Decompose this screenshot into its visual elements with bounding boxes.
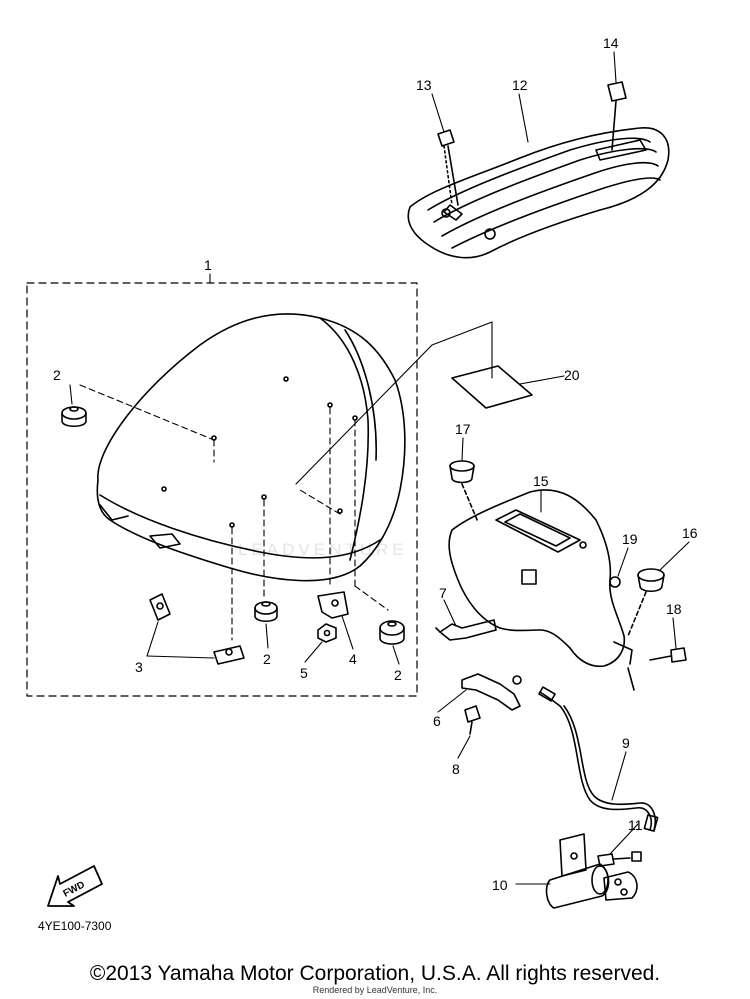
seat-leader-lines — [79, 384, 389, 641]
callout-11: 11 — [628, 817, 643, 833]
grommet-part — [254, 601, 278, 623]
bolt-13-part — [437, 129, 459, 206]
callout-13: 13 — [416, 77, 432, 93]
callout-19: 19 — [622, 531, 638, 547]
callout-15: 15 — [533, 473, 549, 489]
latch-part — [461, 673, 522, 711]
callout-18: 18 — [666, 601, 682, 617]
callout-20: 20 — [564, 367, 580, 383]
diagram-code: 4YE100-7300 — [38, 919, 112, 933]
cable-part — [538, 686, 659, 832]
nut-19-part — [609, 576, 621, 588]
fwd-arrow — [47, 865, 103, 907]
bolt-11-part — [597, 851, 642, 867]
fwd-label: FWD — [62, 879, 87, 899]
callout-leaders — [69, 51, 690, 885]
cap-17-part — [449, 460, 479, 523]
copyright-notice: ©2013 Yamaha Motor Corporation, U.S.A. A… — [89, 962, 661, 985]
seat-assembly-box — [26, 282, 418, 697]
bolt-18-part — [649, 647, 687, 663]
callout-2c: 2 — [394, 667, 402, 683]
seat-part — [96, 313, 406, 582]
callout-6: 6 — [433, 713, 441, 729]
bracket-part — [317, 591, 349, 619]
seat-bracket-plate-part — [448, 489, 635, 691]
lock-cylinder-part — [545, 833, 638, 909]
rendered-by-notice: Rendered by LeadVenture, Inc. — [312, 985, 438, 995]
callout-14: 14 — [603, 35, 619, 51]
hook-part — [435, 619, 497, 641]
callout-16: 16 — [682, 525, 698, 541]
grommet-part — [379, 620, 405, 645]
callout-labels: 1 2 2 2 2 3 4 5 6 7 8 9 10 11 12 13 14 1… — [38, 35, 698, 933]
bolt-14-part — [607, 81, 627, 151]
grommet-part — [61, 406, 87, 428]
callout-10: 10 — [492, 877, 508, 893]
plate-part — [149, 593, 245, 665]
callout-2a: 2 — [53, 367, 61, 383]
cap-16-part — [627, 568, 665, 637]
label-leader-line — [295, 321, 493, 485]
grab-rack-part — [407, 127, 670, 259]
callout-5: 5 — [300, 665, 308, 681]
callout-2b: 2 — [263, 651, 271, 667]
callout-8: 8 — [452, 761, 460, 777]
callout-4: 4 — [349, 651, 357, 667]
nut-part — [317, 623, 337, 643]
callout-3: 3 — [135, 659, 143, 675]
bolt-8-part — [464, 705, 481, 735]
callout-9: 9 — [622, 735, 630, 751]
callout-12: 12 — [512, 77, 528, 93]
watermark: LEADVENTURE — [238, 540, 408, 559]
callout-7: 7 — [439, 585, 447, 601]
callout-1: 1 — [204, 257, 212, 273]
callout-17: 17 — [455, 421, 471, 437]
label-sheet-part — [451, 365, 533, 409]
